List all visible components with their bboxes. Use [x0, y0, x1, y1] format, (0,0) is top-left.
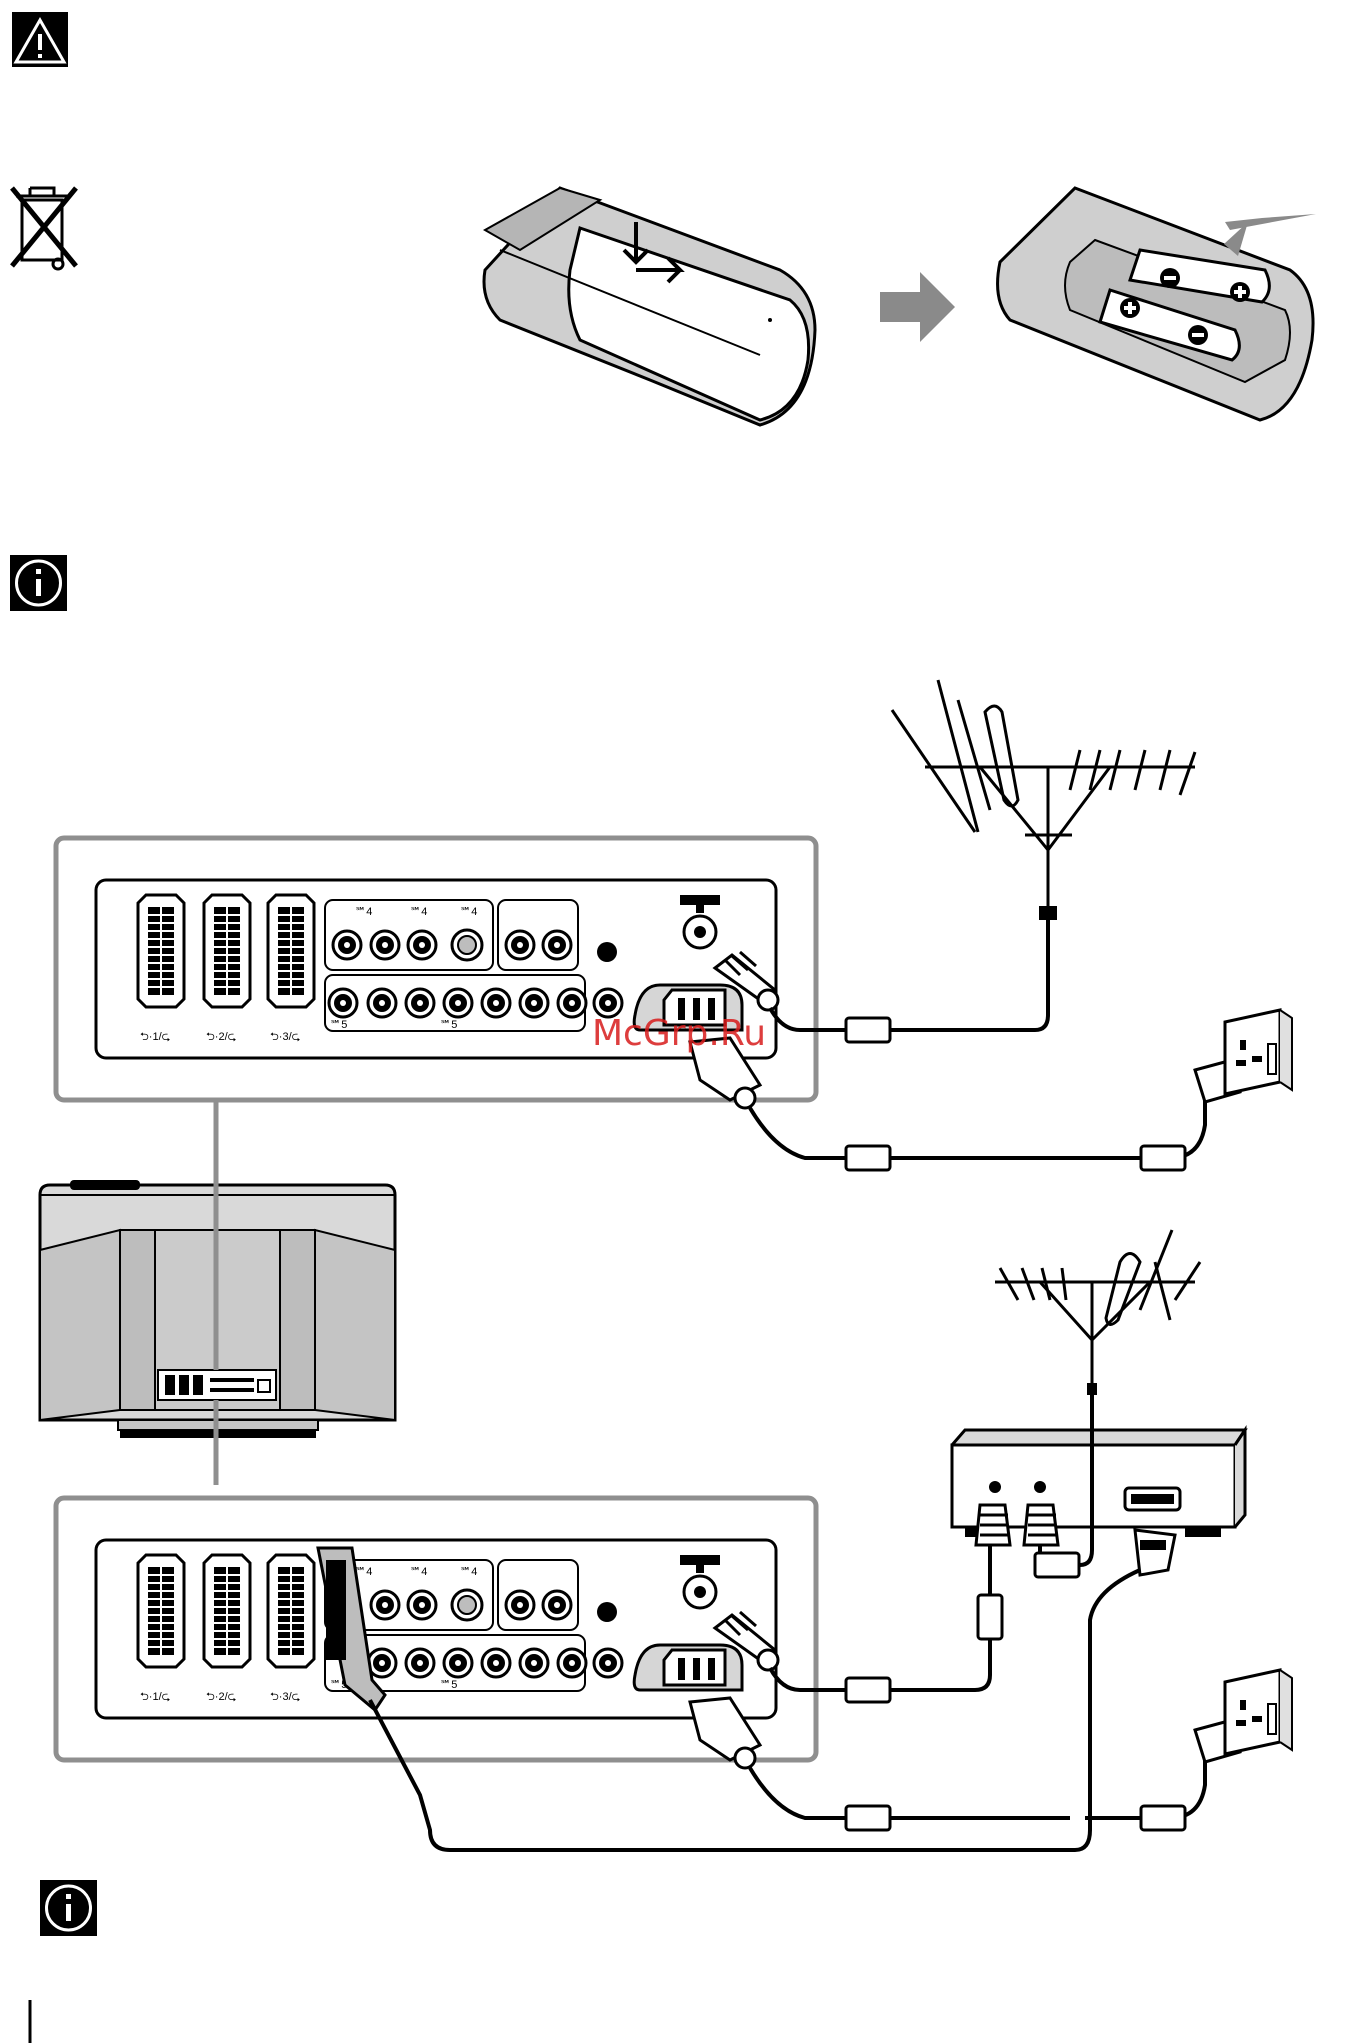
label-in4-b: ℠4	[410, 1566, 427, 1578]
cable-ferrite	[1035, 1553, 1079, 1577]
rca-jack	[520, 989, 548, 1017]
cable-ferrite	[846, 1018, 890, 1042]
scart-socket-3	[268, 895, 314, 1007]
rca-jack	[444, 1649, 472, 1677]
label-in5-a: ℠5	[330, 1019, 347, 1031]
rca-jack	[482, 1649, 510, 1677]
vcr-scart-plug	[1135, 1530, 1175, 1575]
label-in5-b: ℠5	[440, 1019, 457, 1031]
rca-jack	[406, 989, 434, 1017]
label-scart-2: ⮌·2/⮎	[206, 1691, 237, 1703]
label-scart-3: ⮌·3/⮎	[270, 1031, 301, 1043]
rca-jack	[558, 989, 586, 1017]
aerial-cable-vcr-to-tv	[770, 1545, 990, 1690]
aerial-antenna	[892, 680, 1195, 1010]
rca-jack	[482, 989, 510, 1017]
rca-jack	[558, 1649, 586, 1677]
cable-ferrite	[846, 1806, 890, 1830]
power-inlet-lower	[634, 1645, 742, 1690]
rca-jack	[543, 931, 571, 959]
crossed-bin-icon	[12, 188, 76, 269]
remote-control-closed	[484, 188, 815, 425]
label-in4-a: ℠4	[355, 906, 372, 918]
label-in4-c: ℠4	[460, 906, 477, 918]
rca-jack	[406, 1649, 434, 1677]
right-arrow-icon	[880, 272, 955, 342]
mains-cable-upper	[750, 1095, 1205, 1158]
aerial-cable-upper	[770, 920, 1048, 1030]
s-video-jack	[452, 1590, 482, 1620]
info-icon	[10, 555, 67, 611]
warning-triangle-icon	[12, 12, 68, 67]
label-in4-c: ℠4	[460, 1566, 477, 1578]
rca-jack	[543, 1591, 571, 1619]
aerial-socket-upper	[680, 895, 720, 948]
label-scart-1: ⮌·1/⮎	[140, 1031, 171, 1043]
info-icon	[40, 1880, 97, 1936]
mains-cable-lower	[750, 1755, 1205, 1818]
rca-jack	[333, 931, 361, 959]
watermark-text: McGrp.Ru	[592, 1013, 766, 1054]
rca-jack	[408, 931, 436, 959]
cable-ferrite	[1141, 1806, 1185, 1830]
rca-jack	[368, 989, 396, 1017]
rca-jack	[594, 1649, 622, 1677]
label-in5-b: ℠5	[440, 1679, 457, 1691]
cable-ferrite	[978, 1595, 1002, 1639]
label-scart-1: ⮌·1/⮎	[140, 1691, 171, 1703]
scart-socket-1	[138, 1555, 184, 1667]
rca-jack	[371, 1591, 399, 1619]
scart-socket-2	[204, 895, 250, 1007]
rca-jack	[329, 989, 357, 1017]
rca-jack	[506, 931, 534, 959]
cable-ferrite	[1141, 1146, 1185, 1170]
aerial-lead-marker	[1039, 906, 1057, 920]
rca-jack	[444, 989, 472, 1017]
scart-socket-1	[138, 895, 184, 1007]
headphone-jack	[597, 942, 617, 962]
rca-jack	[371, 931, 399, 959]
s-video-jack	[452, 930, 482, 960]
wall-socket-upper	[1225, 1010, 1292, 1094]
label-in4-b: ℠4	[410, 906, 427, 918]
scart-socket-3	[268, 1555, 314, 1667]
headphone-jack	[597, 1602, 617, 1622]
scart-cable	[370, 1570, 1140, 1850]
aerial-socket-lower	[680, 1555, 720, 1608]
scart-socket-2	[204, 1555, 250, 1667]
rca-jack	[520, 1649, 548, 1677]
aerial-lead-marker	[1087, 1383, 1097, 1395]
label-scart-2: ⮌·2/⮎	[206, 1031, 237, 1043]
cable-ferrite	[846, 1678, 890, 1702]
rca-jack	[506, 1591, 534, 1619]
wall-socket-lower	[1225, 1670, 1292, 1754]
cable-ferrite	[846, 1146, 890, 1170]
remote-control-open	[998, 188, 1316, 420]
rca-jack	[408, 1591, 436, 1619]
label-scart-3: ⮌·3/⮎	[270, 1691, 301, 1703]
